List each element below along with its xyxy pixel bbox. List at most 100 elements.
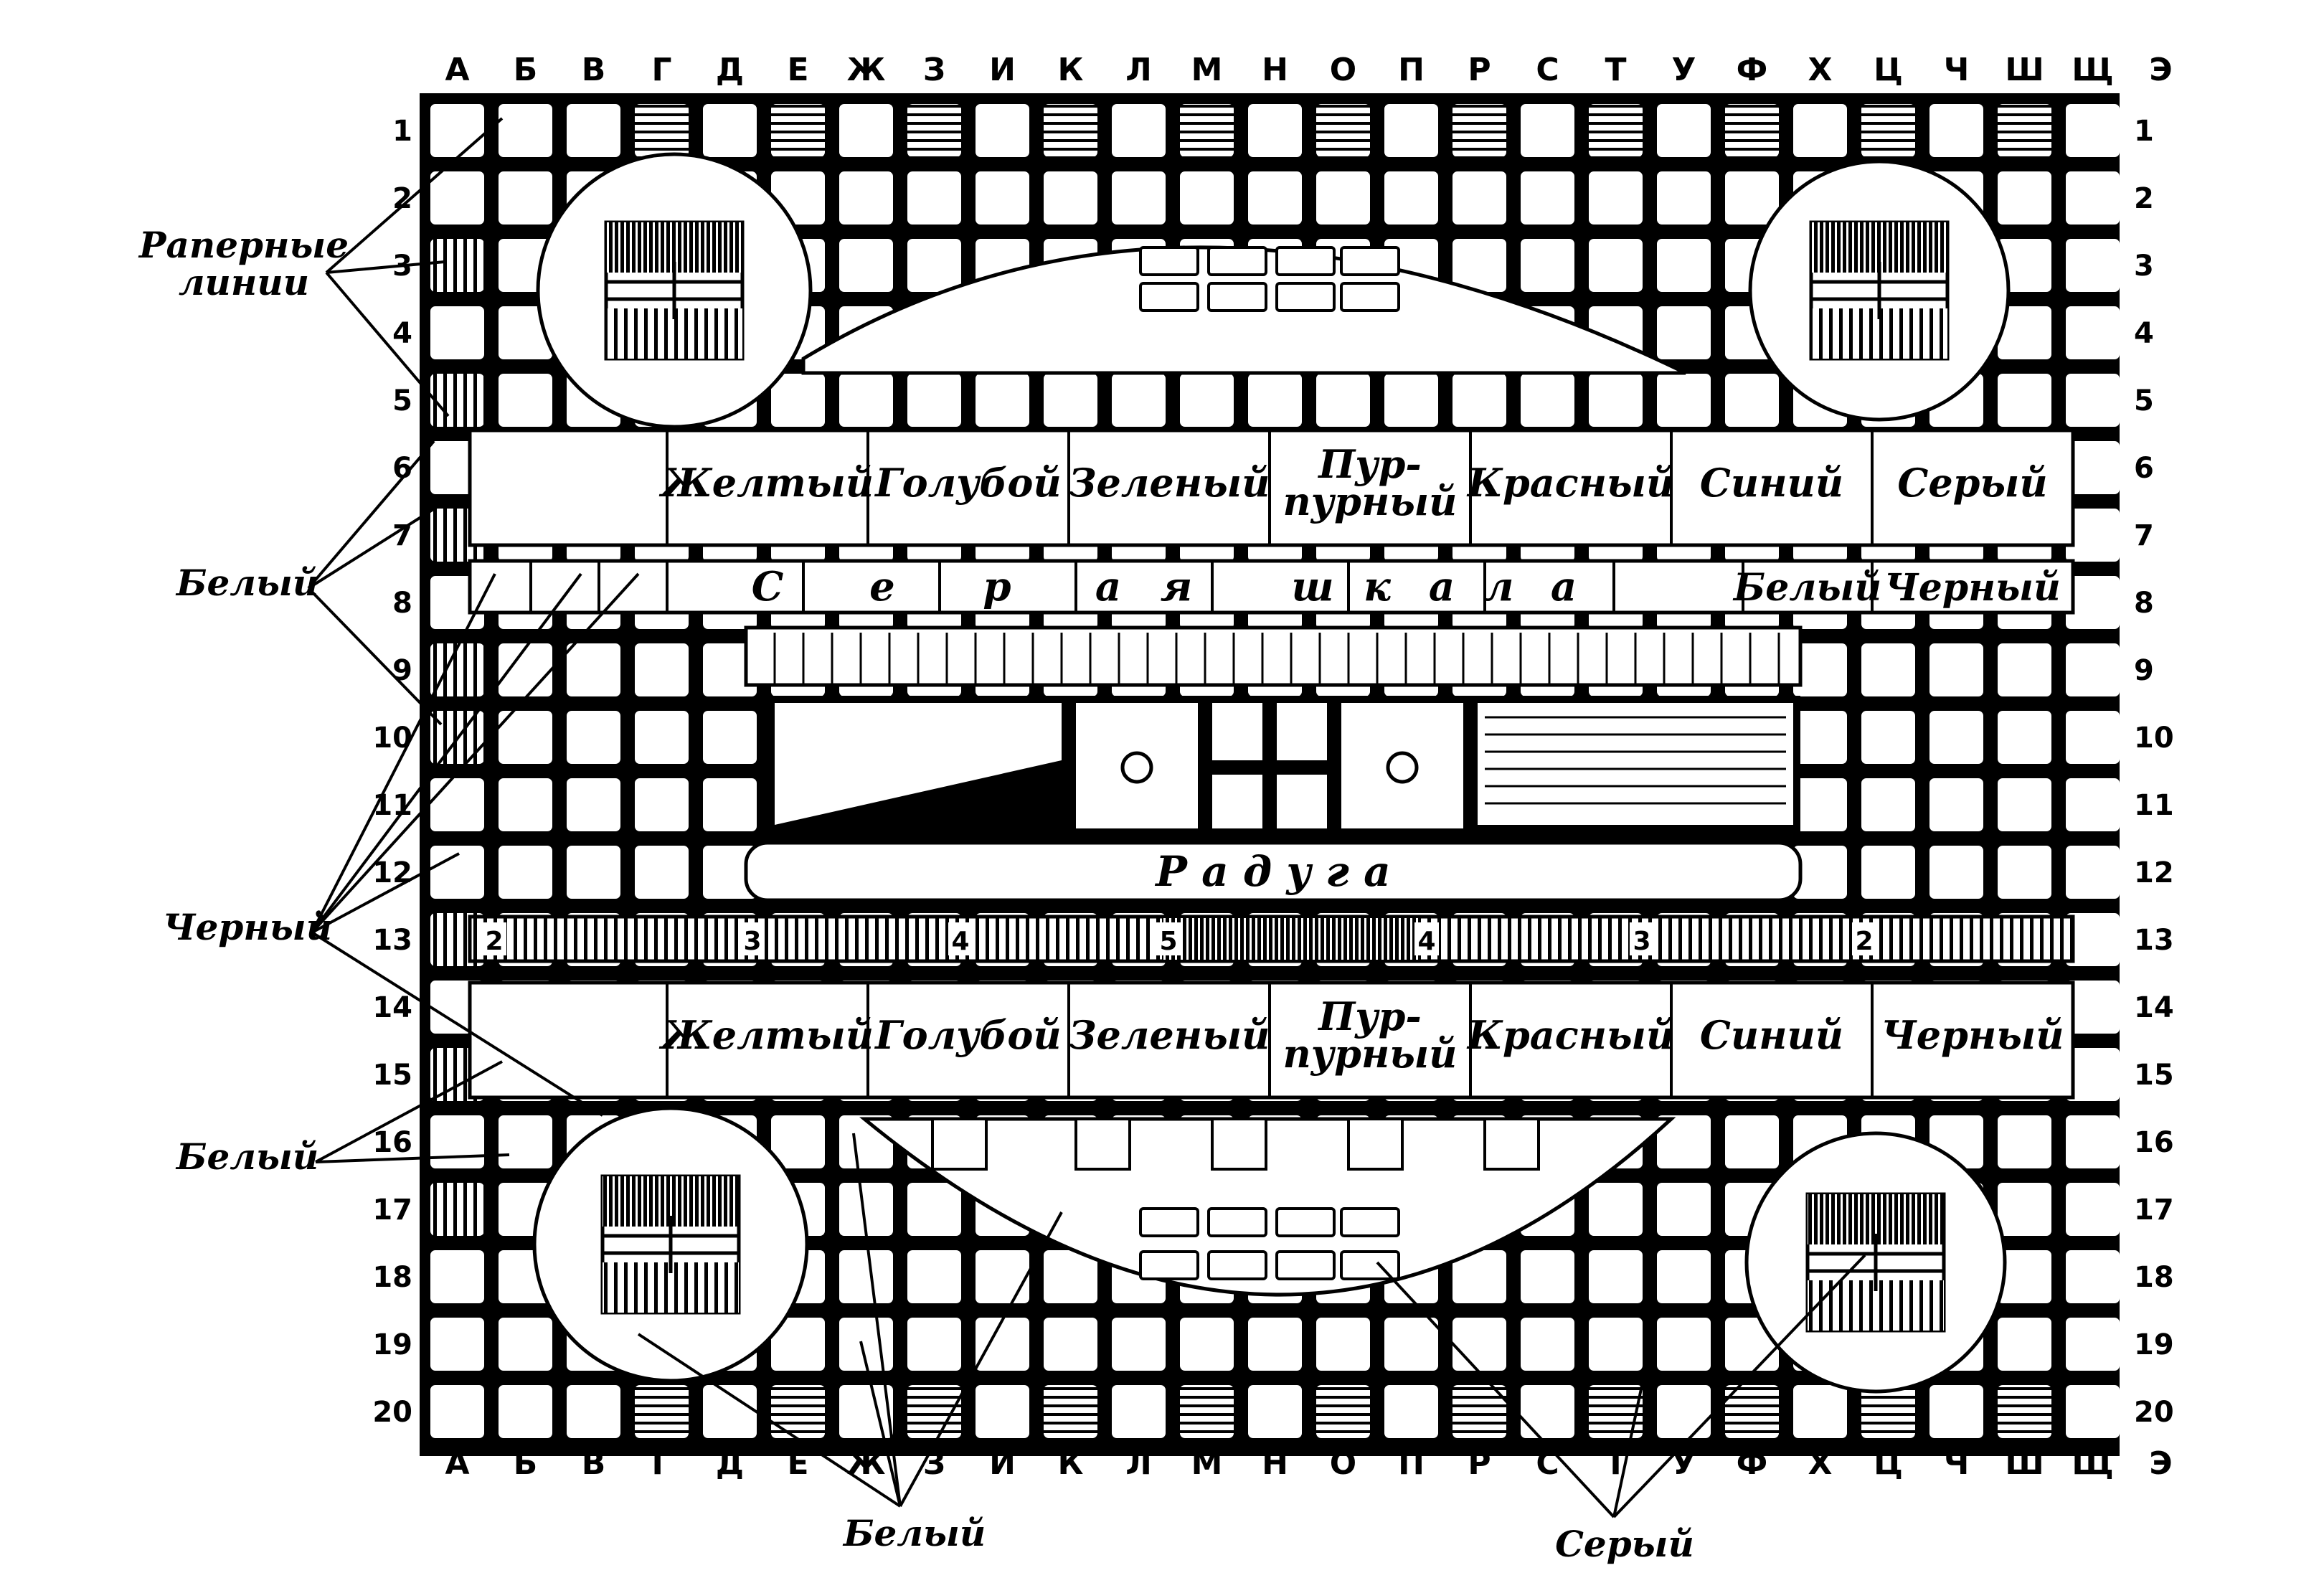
row-label-right: 17: [2134, 1194, 2174, 1227]
grid-cell: [1996, 1114, 2053, 1170]
grid-cell: [1451, 372, 1508, 428]
color-bar-label: Красный: [1466, 460, 1674, 506]
grid-cell: [1996, 1384, 2053, 1440]
gray-block: [1139, 246, 1199, 276]
grid-cell: [1110, 1316, 1167, 1372]
grid-cell: [1519, 170, 1576, 226]
row-label-left: 17: [372, 1194, 412, 1227]
gray-scale-letter: а: [1429, 563, 1455, 610]
grid-cell: [2064, 170, 2120, 226]
grid-cell: [633, 844, 690, 900]
grid-cell: [838, 170, 894, 226]
gray-scale-letter: С: [752, 563, 784, 610]
gray-block: [1139, 1207, 1199, 1237]
grid-cell: [1042, 372, 1099, 428]
annotation-black: Черный: [163, 906, 332, 948]
grid-cell: [429, 1181, 486, 1237]
column-label-bottom: Э: [2149, 1445, 2172, 1482]
column-label-bottom: Д: [716, 1445, 744, 1482]
gray-block: [1207, 1250, 1267, 1280]
leader-line: [859, 1341, 902, 1507]
row-label-right: 5: [2134, 384, 2154, 417]
notch-cell: [1347, 1118, 1404, 1171]
grid-cell: [1587, 1181, 1644, 1237]
gray-block: [1275, 1250, 1336, 1280]
row-label-left: 19: [372, 1328, 412, 1361]
grid-cell: [497, 1114, 554, 1170]
grid-cell: [1178, 1316, 1235, 1372]
column-label-bottom: Е: [787, 1445, 808, 1482]
grid-cell: [497, 1316, 554, 1372]
row-label-left: 14: [372, 991, 412, 1024]
right-wedge: [1478, 703, 1793, 825]
grid-cell: [1655, 1181, 1712, 1237]
gray-scale-letter: е: [869, 563, 895, 610]
color-bar-label: Желтый: [658, 1012, 874, 1058]
column-label-top: Ф: [1737, 52, 1768, 88]
small-cell: [1212, 775, 1262, 828]
grid-cell: [1315, 372, 1371, 428]
center-dot-left: [1120, 751, 1153, 784]
grid-cell: [1860, 709, 1917, 765]
grid-cell: [2064, 1114, 2120, 1170]
column-label-bottom: Н: [1262, 1445, 1288, 1482]
grid-cell: [1519, 1384, 1576, 1440]
grid-cell: [1383, 372, 1440, 428]
row-label-left: 16: [372, 1126, 412, 1159]
column-label-bottom: Х: [1808, 1445, 1833, 1482]
row-label-right: 2: [2134, 182, 2154, 215]
grid-cell: [2064, 103, 2120, 159]
column-label-bottom: Ф: [1737, 1445, 1768, 1482]
grid-cell: [1178, 170, 1235, 226]
stripe-number-bg: [1156, 922, 1181, 955]
column-label-bottom: Ц: [1874, 1445, 1903, 1482]
grid-cell: [1996, 1181, 2053, 1237]
grid-cell: [497, 642, 554, 698]
row-label-right: 16: [2134, 1126, 2174, 1159]
grid-cell: [1724, 103, 1780, 159]
grid-cell: [906, 170, 963, 226]
gray-block: [1275, 246, 1336, 276]
row-label-right: 6: [2134, 452, 2154, 485]
column-label-bottom: Б: [514, 1445, 538, 1482]
left-wedge: [775, 703, 1062, 825]
grid-cell: [1792, 1384, 1848, 1440]
grid-cell: [838, 372, 894, 428]
row-label-right: 4: [2134, 317, 2154, 350]
column-label-bottom: П: [1398, 1445, 1425, 1482]
grid-cell: [1315, 1316, 1371, 1372]
column-label-bottom: А: [445, 1445, 469, 1482]
grid-cell: [1247, 170, 1303, 226]
stripe-number: 3: [1633, 927, 1650, 956]
row-label-right: 9: [2134, 654, 2154, 687]
grid-cell: [838, 1249, 894, 1305]
grid-cell: [1655, 170, 1712, 226]
grid-cell: [1110, 372, 1167, 428]
grid-cell: [770, 1316, 826, 1372]
grid-cell: [1860, 642, 1917, 698]
stripe-number-bg: [1852, 922, 1876, 955]
grid-cell: [1928, 1384, 1985, 1440]
leader-line: [326, 260, 445, 274]
grid-cell: [429, 305, 486, 361]
grid-cell: [565, 709, 622, 765]
color-bar-top: [468, 428, 2075, 547]
grid-cell: [1996, 372, 2053, 428]
column-label-bottom: К: [1058, 1445, 1084, 1482]
grid-cell: [2064, 709, 2120, 765]
grid-cell: [906, 1316, 963, 1372]
color-bar-label: Красный: [1466, 1012, 1674, 1058]
small-cell: [1277, 703, 1327, 760]
gray-block: [1340, 1207, 1400, 1237]
grid-cell: [1928, 777, 1985, 833]
grid-cell: [1587, 103, 1644, 159]
grid-cell: [974, 1316, 1031, 1372]
grid-cell: [1724, 170, 1780, 226]
grid-cell: [1042, 1384, 1099, 1440]
grid-cell: [497, 103, 554, 159]
grid-cell: [1655, 1114, 1712, 1170]
grid-cell: [1655, 237, 1712, 293]
column-label-top: Л: [1125, 52, 1152, 88]
